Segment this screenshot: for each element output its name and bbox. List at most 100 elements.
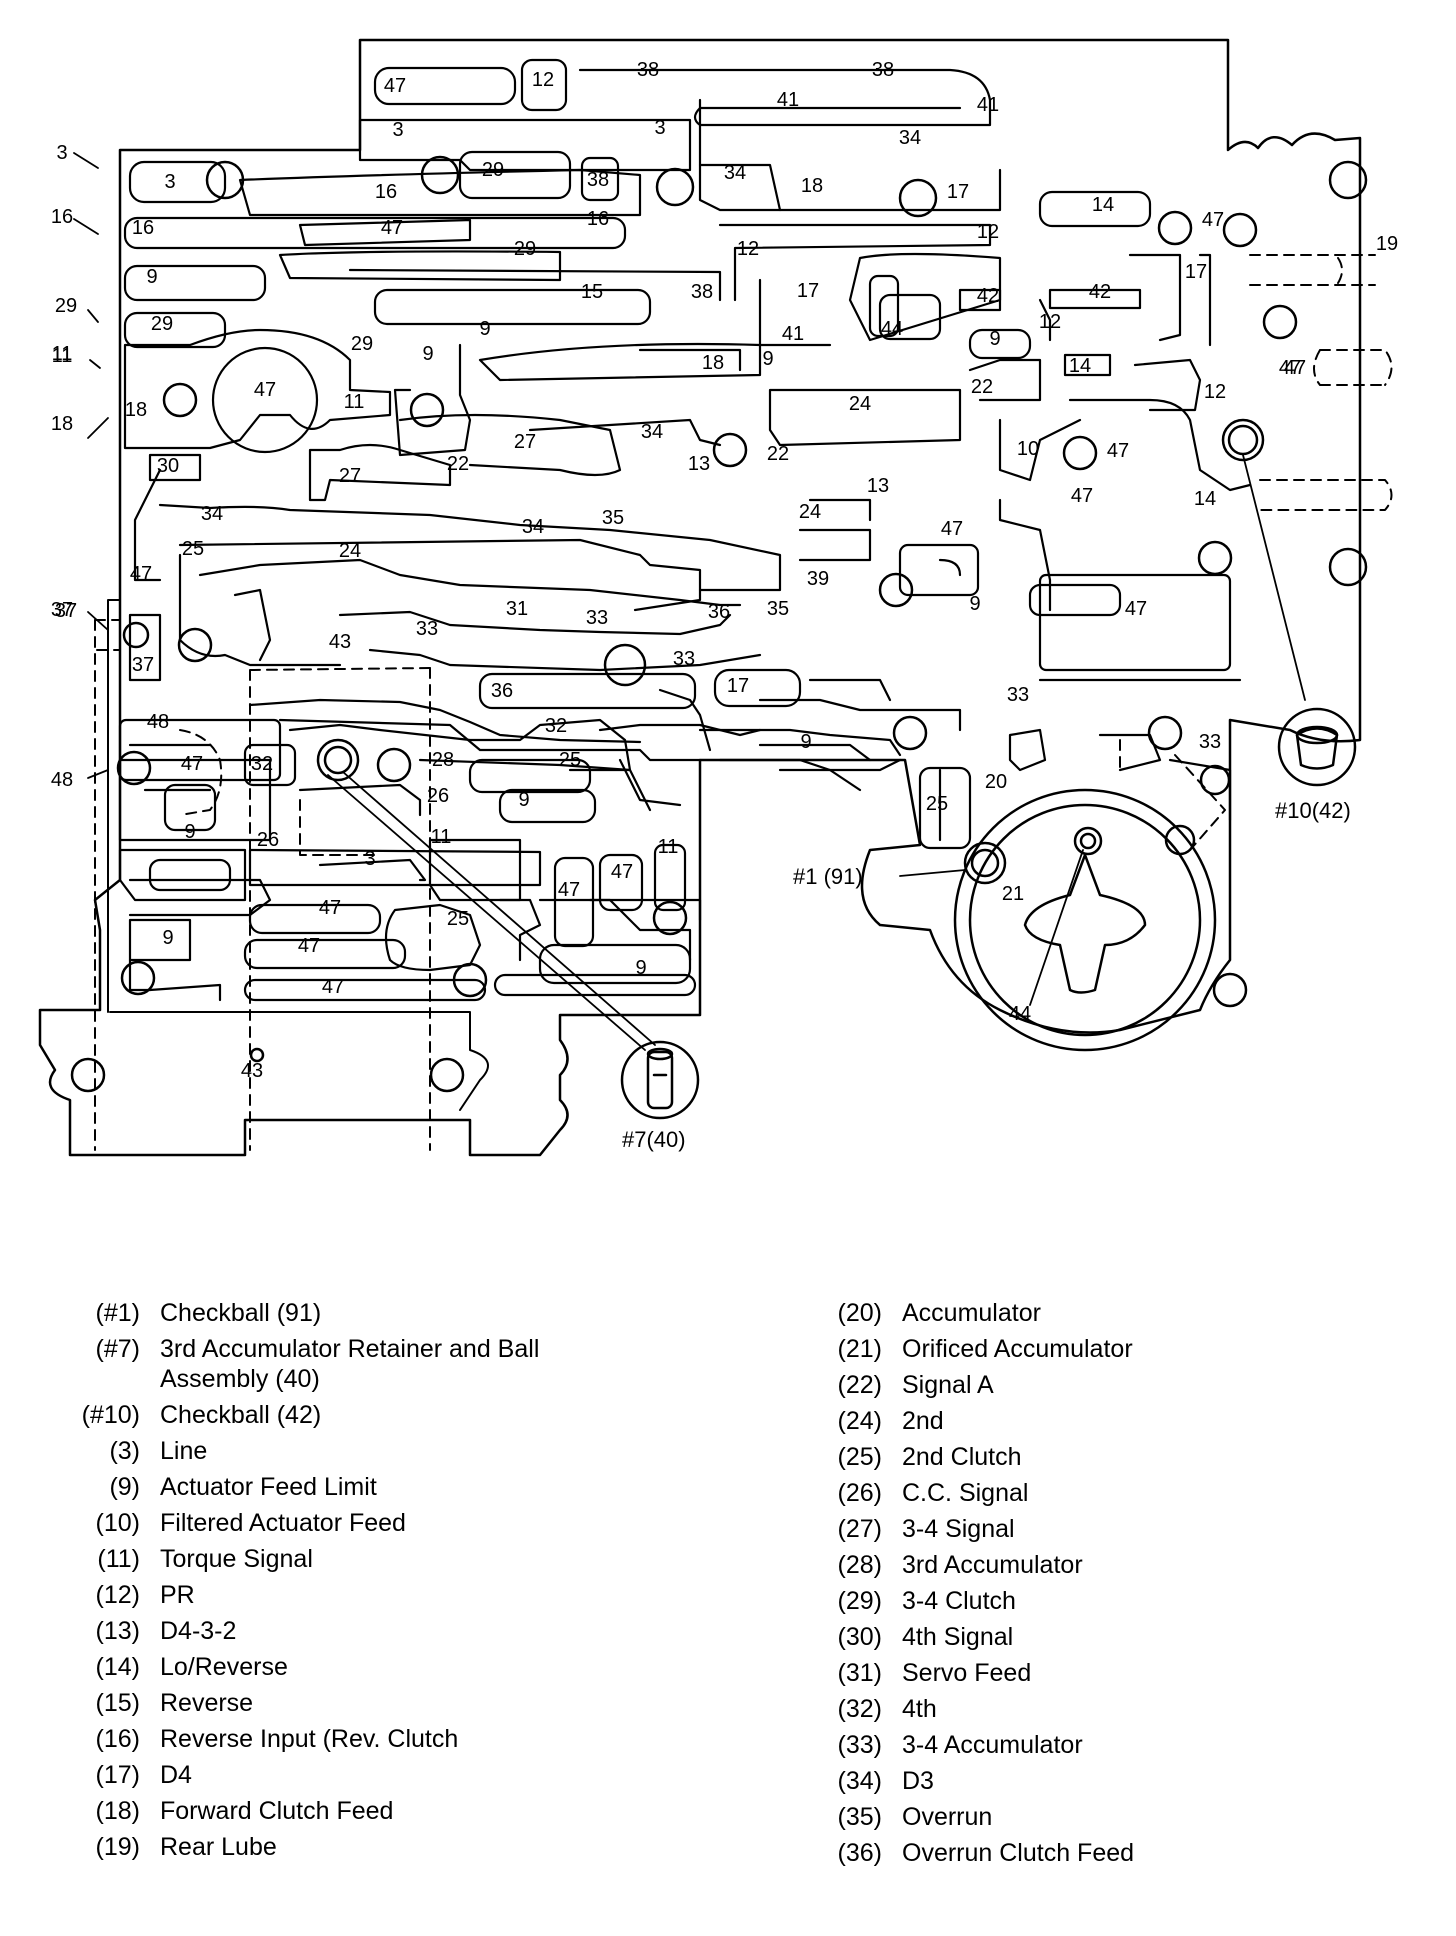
legend-label: Overrun: [902, 1803, 993, 1831]
legend-code: (30): [837, 1623, 882, 1651]
legend-item: (24) 2nd: [782, 1406, 1422, 1442]
passage-label: 16: [51, 206, 73, 228]
passage-label: 10: [1017, 438, 1039, 460]
checkball-seats: [316, 418, 1265, 885]
legend-item: (36) Overrun Clutch Feed: [782, 1838, 1422, 1874]
passage-label: 39: [807, 568, 829, 590]
passage-label: 3: [654, 117, 665, 139]
passage-channels: [118, 58, 1252, 1002]
passage-label: 33: [416, 618, 438, 640]
legend-item: (10) Filtered Actuator Feed: [40, 1508, 680, 1544]
passage-label: 42: [977, 285, 999, 307]
legend-code: (18): [95, 1797, 140, 1825]
passage-label: 12: [977, 221, 999, 243]
passage-label: 3: [56, 142, 67, 164]
passage-label: 12: [1039, 311, 1061, 333]
legend-label: 3-4 Signal: [902, 1515, 1015, 1543]
legend-code: (20): [837, 1299, 882, 1327]
legend-label: Checkball (42): [160, 1401, 322, 1429]
passage-label: 34: [724, 162, 746, 184]
passage-label: 14: [1092, 194, 1114, 216]
legend-code: (11): [97, 1545, 140, 1573]
passage-label: 24: [849, 393, 871, 415]
checkball-1-seat: [963, 841, 1007, 885]
legend-item: (17) D4: [40, 1760, 680, 1796]
passage-label: 11: [344, 391, 365, 413]
passage-label: 44: [1009, 1003, 1031, 1025]
legend-item: (11) Torque Signal: [40, 1544, 680, 1580]
passage-label: 21: [1002, 883, 1024, 905]
passage-label: 48: [147, 711, 169, 733]
legend-label: Torque Signal: [160, 1545, 313, 1573]
legend-item: (#10) Checkball (42): [40, 1400, 680, 1436]
checkball-7-inset: [620, 1040, 700, 1120]
legend-code: (#10): [81, 1401, 140, 1429]
legend-code: (27): [837, 1515, 882, 1543]
legend-item: (28) 3rd Accumulator: [782, 1550, 1422, 1586]
passage-label: 44: [881, 318, 903, 340]
legend-label: C.C. Signal: [902, 1479, 1029, 1507]
legend-label: 3-4 Clutch: [902, 1587, 1016, 1615]
passage-label: 29: [482, 159, 504, 181]
passage-label: 34: [641, 421, 663, 443]
passage-label: 47: [1125, 598, 1147, 620]
passage-label: 38: [691, 281, 713, 303]
legend-item: (13) D4-3-2: [40, 1616, 680, 1652]
legend-label: Forward Clutch Feed: [160, 1797, 394, 1825]
passage-label: 28: [432, 749, 454, 771]
passage-label: 3: [364, 848, 375, 870]
passage-label: 9: [969, 593, 980, 615]
legend-code: (14): [95, 1653, 140, 1681]
passage-label: 47: [319, 897, 341, 919]
passage-label: 12: [737, 238, 759, 260]
passage-label: 33: [1007, 684, 1029, 706]
callout-checkball-7: #7(40): [622, 1127, 686, 1152]
passage-label: 9: [762, 348, 773, 370]
legend-code: (15): [95, 1689, 140, 1717]
passage-label: 41: [782, 323, 804, 345]
passage-label: 22: [971, 376, 993, 398]
legend-label: Signal A: [902, 1371, 994, 1399]
passage-label: 37: [132, 654, 154, 676]
bolt-holes: [70, 155, 1368, 1093]
passage-label: 34: [522, 516, 544, 538]
callout-checkball-10: #10(42): [1275, 798, 1351, 823]
passage-label: 17: [947, 181, 969, 203]
passage-label: 3: [164, 171, 175, 193]
accumulator-bore-outer: [953, 788, 1217, 1052]
passage-label: 32: [545, 715, 567, 737]
passage-label: 14: [1069, 355, 1091, 377]
legend-right-column: (20) Accumulator (21) Orificed Accumulat…: [782, 1298, 1422, 1874]
passage-label: 32: [251, 753, 273, 775]
passage-label: 47: [941, 518, 963, 540]
passage-label: 47: [1107, 440, 1129, 462]
separator-plate-outline: [107, 599, 489, 1111]
passage-label: 29: [351, 333, 373, 355]
passage-label: 47: [130, 563, 152, 585]
passage-label: 13: [688, 453, 710, 475]
legend-code: (#7): [95, 1335, 140, 1363]
passage-label: 3: [392, 119, 403, 141]
legend-item: (31) Servo Feed: [782, 1658, 1422, 1694]
legend-code: (13): [95, 1617, 140, 1645]
leader-lines: [73, 152, 1306, 1051]
passage-label: 47: [1202, 209, 1224, 231]
passage-label: 37: [55, 600, 77, 622]
legend-item: (20) Accumulator: [782, 1298, 1422, 1334]
accumulator-piston: [1023, 853, 1147, 994]
passage-label: 47: [384, 75, 406, 97]
legend-code: (31): [837, 1659, 882, 1687]
legend-item: (#7) 3rd Accumulator Retainer and Ball A…: [40, 1334, 680, 1400]
passage-label: 35: [602, 507, 624, 529]
passage-label: 33: [673, 648, 695, 670]
passage-label: 27: [514, 431, 536, 453]
passage-label: 38: [637, 59, 659, 81]
passage-label: 30: [157, 455, 179, 477]
passage-label: 47: [611, 861, 633, 883]
legend-item: (27) 3-4 Signal: [782, 1514, 1422, 1550]
legend-code: (9): [109, 1473, 140, 1501]
legend-item: (34) D3: [782, 1766, 1422, 1802]
passage-label: 27: [339, 465, 361, 487]
passage-label: 9: [635, 957, 646, 979]
legend-label: 3rd Accumulator: [902, 1551, 1083, 1579]
